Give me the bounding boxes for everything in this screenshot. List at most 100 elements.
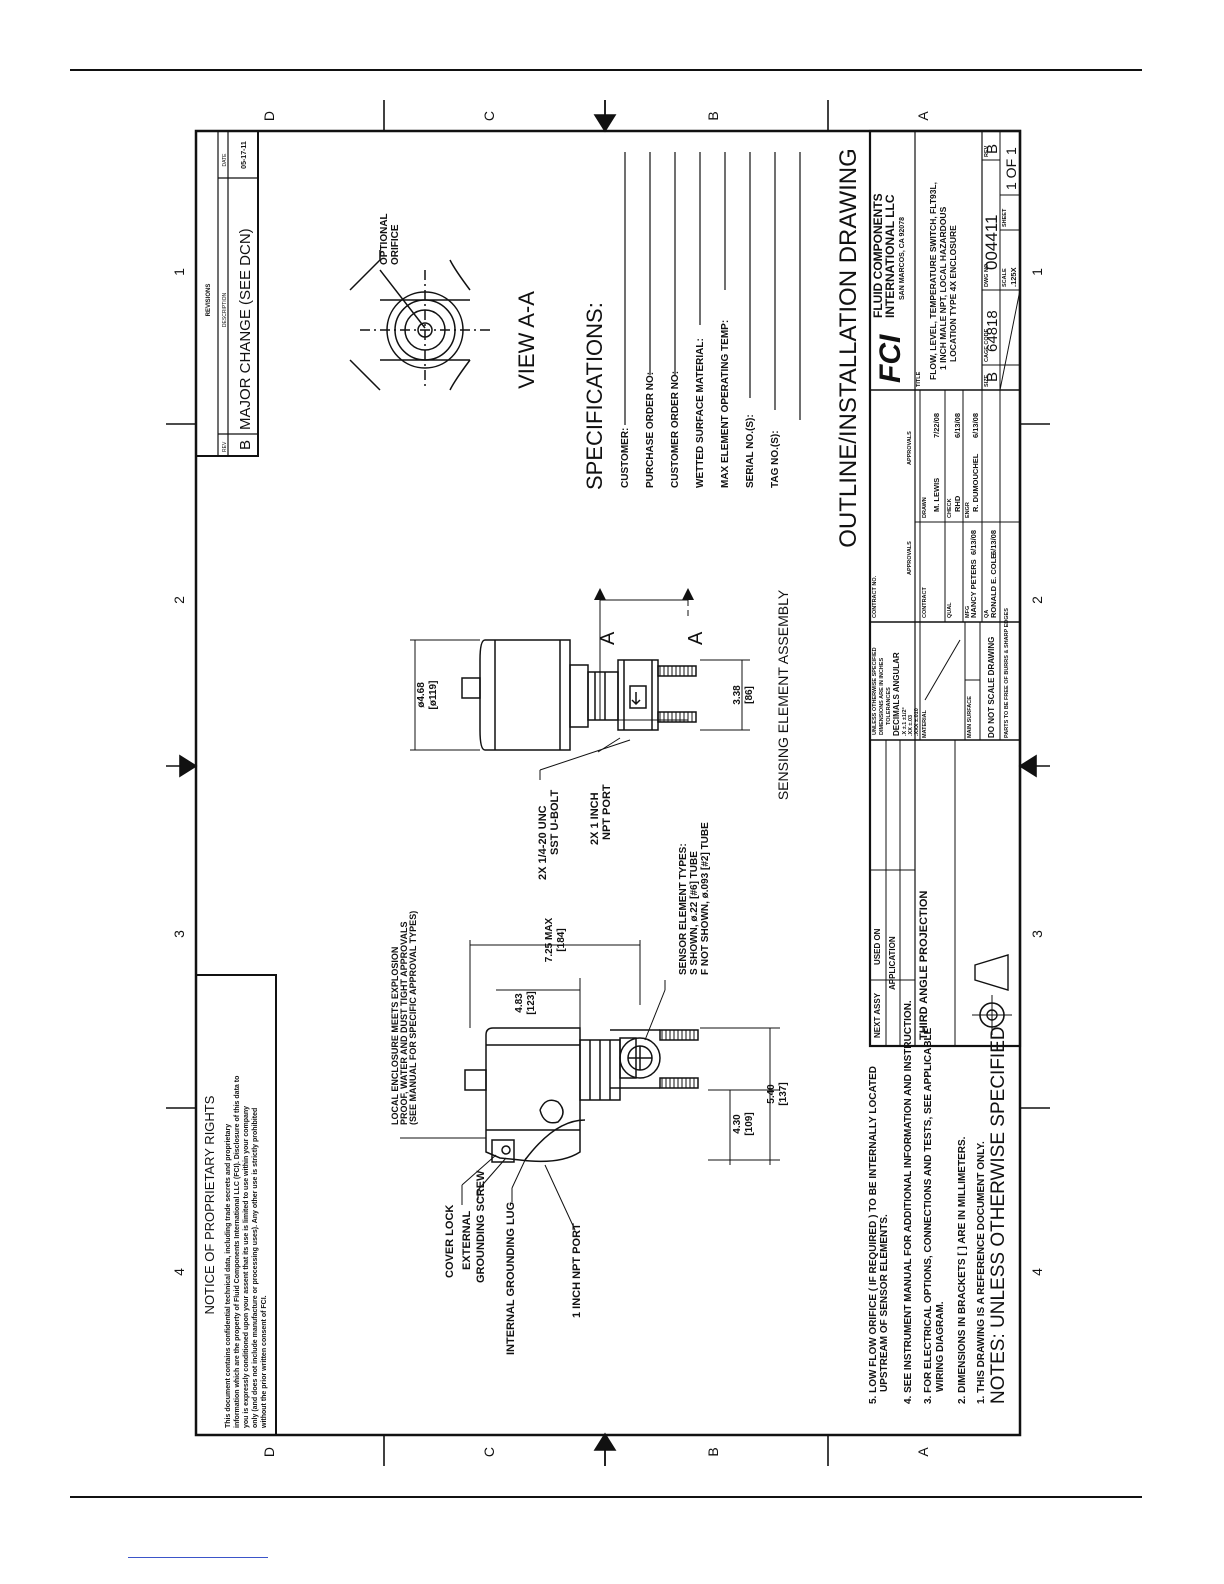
notice-line: you is expressly conditioned upon your a…: [243, 1106, 250, 1428]
dim-4-68: ø4.68: [416, 682, 427, 708]
tb-title-line-1: FLOW, LEVEL, TEMPERATURE SWITCH, FLT93L,: [928, 182, 938, 380]
zone-row-top: A: [915, 111, 931, 121]
callout-ubolt-1: 2X 1/4-20 UNC: [537, 805, 549, 880]
zone-col-right: 1: [1029, 268, 1045, 276]
zone-col-left: 4: [171, 1268, 187, 1276]
tb-cage-label: CAGE CODE: [984, 328, 990, 362]
revision-description: MAJOR CHANGE (SEE DCN): [237, 228, 254, 430]
tb-next-assy: NEXT ASSY: [873, 992, 882, 1038]
tb-qual: QUAL: [947, 602, 953, 618]
side-view-dimensions: [469, 940, 780, 1165]
zone-col-left: 1: [171, 268, 187, 276]
dim-3-38: 3.38: [732, 685, 743, 705]
tb-engr-name: R. DUMOUCHEL: [971, 453, 980, 512]
callout-internal-ground: INTERNAL GROUNDING LUG: [505, 1202, 517, 1355]
callout-enclosure-line3: (SEE MANUAL FOR SPECIFIC APPROVAL TYPES): [408, 911, 418, 1125]
revision-date: 05-17-11: [241, 141, 248, 169]
tb-title-label: TITLE: [916, 371, 922, 387]
section-marker-a1: A: [597, 631, 619, 645]
note-3: 3. FOR ELECTRICAL OPTIONS, CONNECTIONS A…: [923, 1027, 934, 1404]
callout-cover-lock: COVER LOCK: [444, 1205, 456, 1278]
tb-scale: .125X: [1009, 267, 1018, 287]
tb-check-name: RHD: [953, 495, 962, 512]
note-3-cont: WIRING DIAGRAM.: [935, 1301, 946, 1392]
dim-4-30-mm: [109]: [744, 1112, 755, 1135]
tb-scale-label: SCALE: [1002, 268, 1008, 287]
dim-5-40: 5.40: [766, 1084, 777, 1104]
tb-drawn: DRAWN: [922, 497, 928, 518]
spec-field-wetted-material: WETTED SURFACE MATERIAL:: [695, 338, 706, 488]
callout-npt2-1: 2X 1 INCH: [589, 792, 601, 845]
tb-rev-label: REV: [984, 145, 990, 157]
company-name-1: FLUID COMPONENTS: [871, 193, 885, 318]
revisions-col-description: DESCRIPTION: [222, 293, 228, 328]
tb-mfg-name: NANCY PETERS: [969, 559, 978, 618]
zone-row-top: D: [261, 111, 277, 121]
company-address: SAN MARCOS, CA 92078: [899, 217, 906, 300]
tb-tol-line: TOLERANCES: [886, 687, 892, 725]
tb-no-scale: DO NOT SCALE DRAWING: [987, 637, 996, 738]
tb-size-label: SIZE: [984, 374, 990, 387]
callout-sensor-types-1: SENSOR ELEMENT TYPES:: [678, 843, 689, 975]
revisions-col-date: DATE: [222, 153, 228, 167]
zone-row-bottom: C: [481, 1447, 497, 1457]
section-marker-a2: A: [685, 631, 707, 645]
note-2: 2. DIMENSIONS IN BRACKETS [ ] ARE IN MIL…: [957, 1136, 968, 1404]
tb-approvals-2: APPROVALS: [907, 431, 913, 465]
notes-title: NOTES: UNLESS OTHERWISE SPECIFIED: [988, 1026, 1009, 1404]
drawing-frame: [194, 129, 1022, 1437]
tb-title-line-2: 1 INCH MALE NPT, LOCAL HAZARDOUS: [938, 206, 948, 370]
title-block: [868, 129, 1022, 1048]
zone-col-right: 2: [1029, 596, 1045, 604]
tb-finish: MAIN SURFACE: [967, 696, 973, 738]
callout-sensor-types-2: S SHOWN, ø.22 [#6] TUBE: [689, 851, 700, 975]
front-view-labels: ø4.68 [ø119] 3.38 [86] A A 2X 1/4-20 UNC…: [416, 589, 791, 880]
zone-row-top: B: [705, 111, 721, 120]
spec-field-tag: TAG NO.(S):: [770, 430, 781, 488]
tb-size: B: [984, 372, 1001, 382]
zone-col-left: 3: [171, 930, 187, 938]
callout-enclosure-line1: LOCAL ENCLOSURE MEETS EXPLOSION: [390, 947, 400, 1125]
notes-block: 5. LOW FLOW ORIFICE ( IF REQUIRED ) TO B…: [868, 1000, 1009, 1404]
callout-enclosure-line2: PROOF, WATER AND DUST TIGHT APPROVALS: [399, 921, 409, 1125]
tb-sheet: 1 OF 1: [1003, 147, 1019, 190]
notice-line: without the prior written consent of FCI…: [261, 1295, 268, 1429]
tb-check: CHECK: [947, 498, 953, 518]
tb-used-on: USED ON: [873, 928, 882, 965]
tb-check-date: 6/13/08: [953, 413, 962, 438]
tb-application: APPLICATION: [888, 936, 897, 990]
callout-external-ground-1: EXTERNAL: [461, 1210, 473, 1270]
zone-ticks: [166, 100, 1050, 1466]
tb-tol-line: .XX ±.03: [908, 715, 914, 736]
zone-row-top: C: [481, 111, 497, 121]
notice-line: This document contains confidential tech…: [225, 1124, 232, 1428]
side-view-leaders: [400, 980, 666, 1231]
notice-line: information which are the property of Fl…: [234, 1076, 241, 1428]
footer-link-underline[interactable]: [128, 1557, 268, 1558]
tb-qa-name: RONALD E. COLE: [989, 554, 998, 618]
dim-4-83-mm: [123]: [526, 991, 537, 1014]
zone-col-right: 3: [1029, 930, 1045, 938]
company-name-2: INTERNATIONAL LLC: [883, 194, 897, 318]
tb-tol-line: UNLESS OTHERWISE SPECIFIED: [872, 647, 878, 735]
notice-title: NOTICE OF PROPRIETARY RIGHTS: [202, 1095, 217, 1314]
tb-rev: B: [984, 144, 1001, 154]
side-view-callouts: LOCAL ENCLOSURE MEETS EXPLOSION PROOF, W…: [390, 822, 711, 1355]
tb-dwg-no: 004411: [982, 215, 1001, 270]
spec-field-max-temp: MAX ELEMENT OPERATING TEMP:: [720, 320, 731, 488]
view-aa-labels: OPTIONAL ORIFICE VIEW A-A: [379, 213, 539, 389]
tb-approvals: APPROVALS: [907, 541, 913, 575]
tb-mfg: MFG: [965, 606, 971, 618]
proprietary-notice: NOTICE OF PROPRIETARY RIGHTS This docume…: [195, 974, 277, 1436]
callout-npt2-2: NPT PORT: [601, 784, 613, 840]
revisions-table: REVISIONS REV DESCRIPTION DATE B MAJOR C…: [195, 130, 259, 457]
zone-col-left: 2: [171, 596, 187, 604]
tb-tol-line: DIMENSIONS ARE IN INCHES: [879, 658, 885, 735]
centering-arrows: [166, 100, 1050, 1466]
main-title: OUTLINE/INSTALLATION DRAWING: [835, 148, 862, 548]
tb-drawn-name: M. LEWIS: [932, 478, 941, 512]
callout-npt-port: 1 INCH NPT PORT: [571, 1223, 583, 1318]
tb-tol-line: .X ±.1 ±1/2°: [902, 707, 908, 736]
tb-contract: CONTRACT: [922, 587, 928, 618]
